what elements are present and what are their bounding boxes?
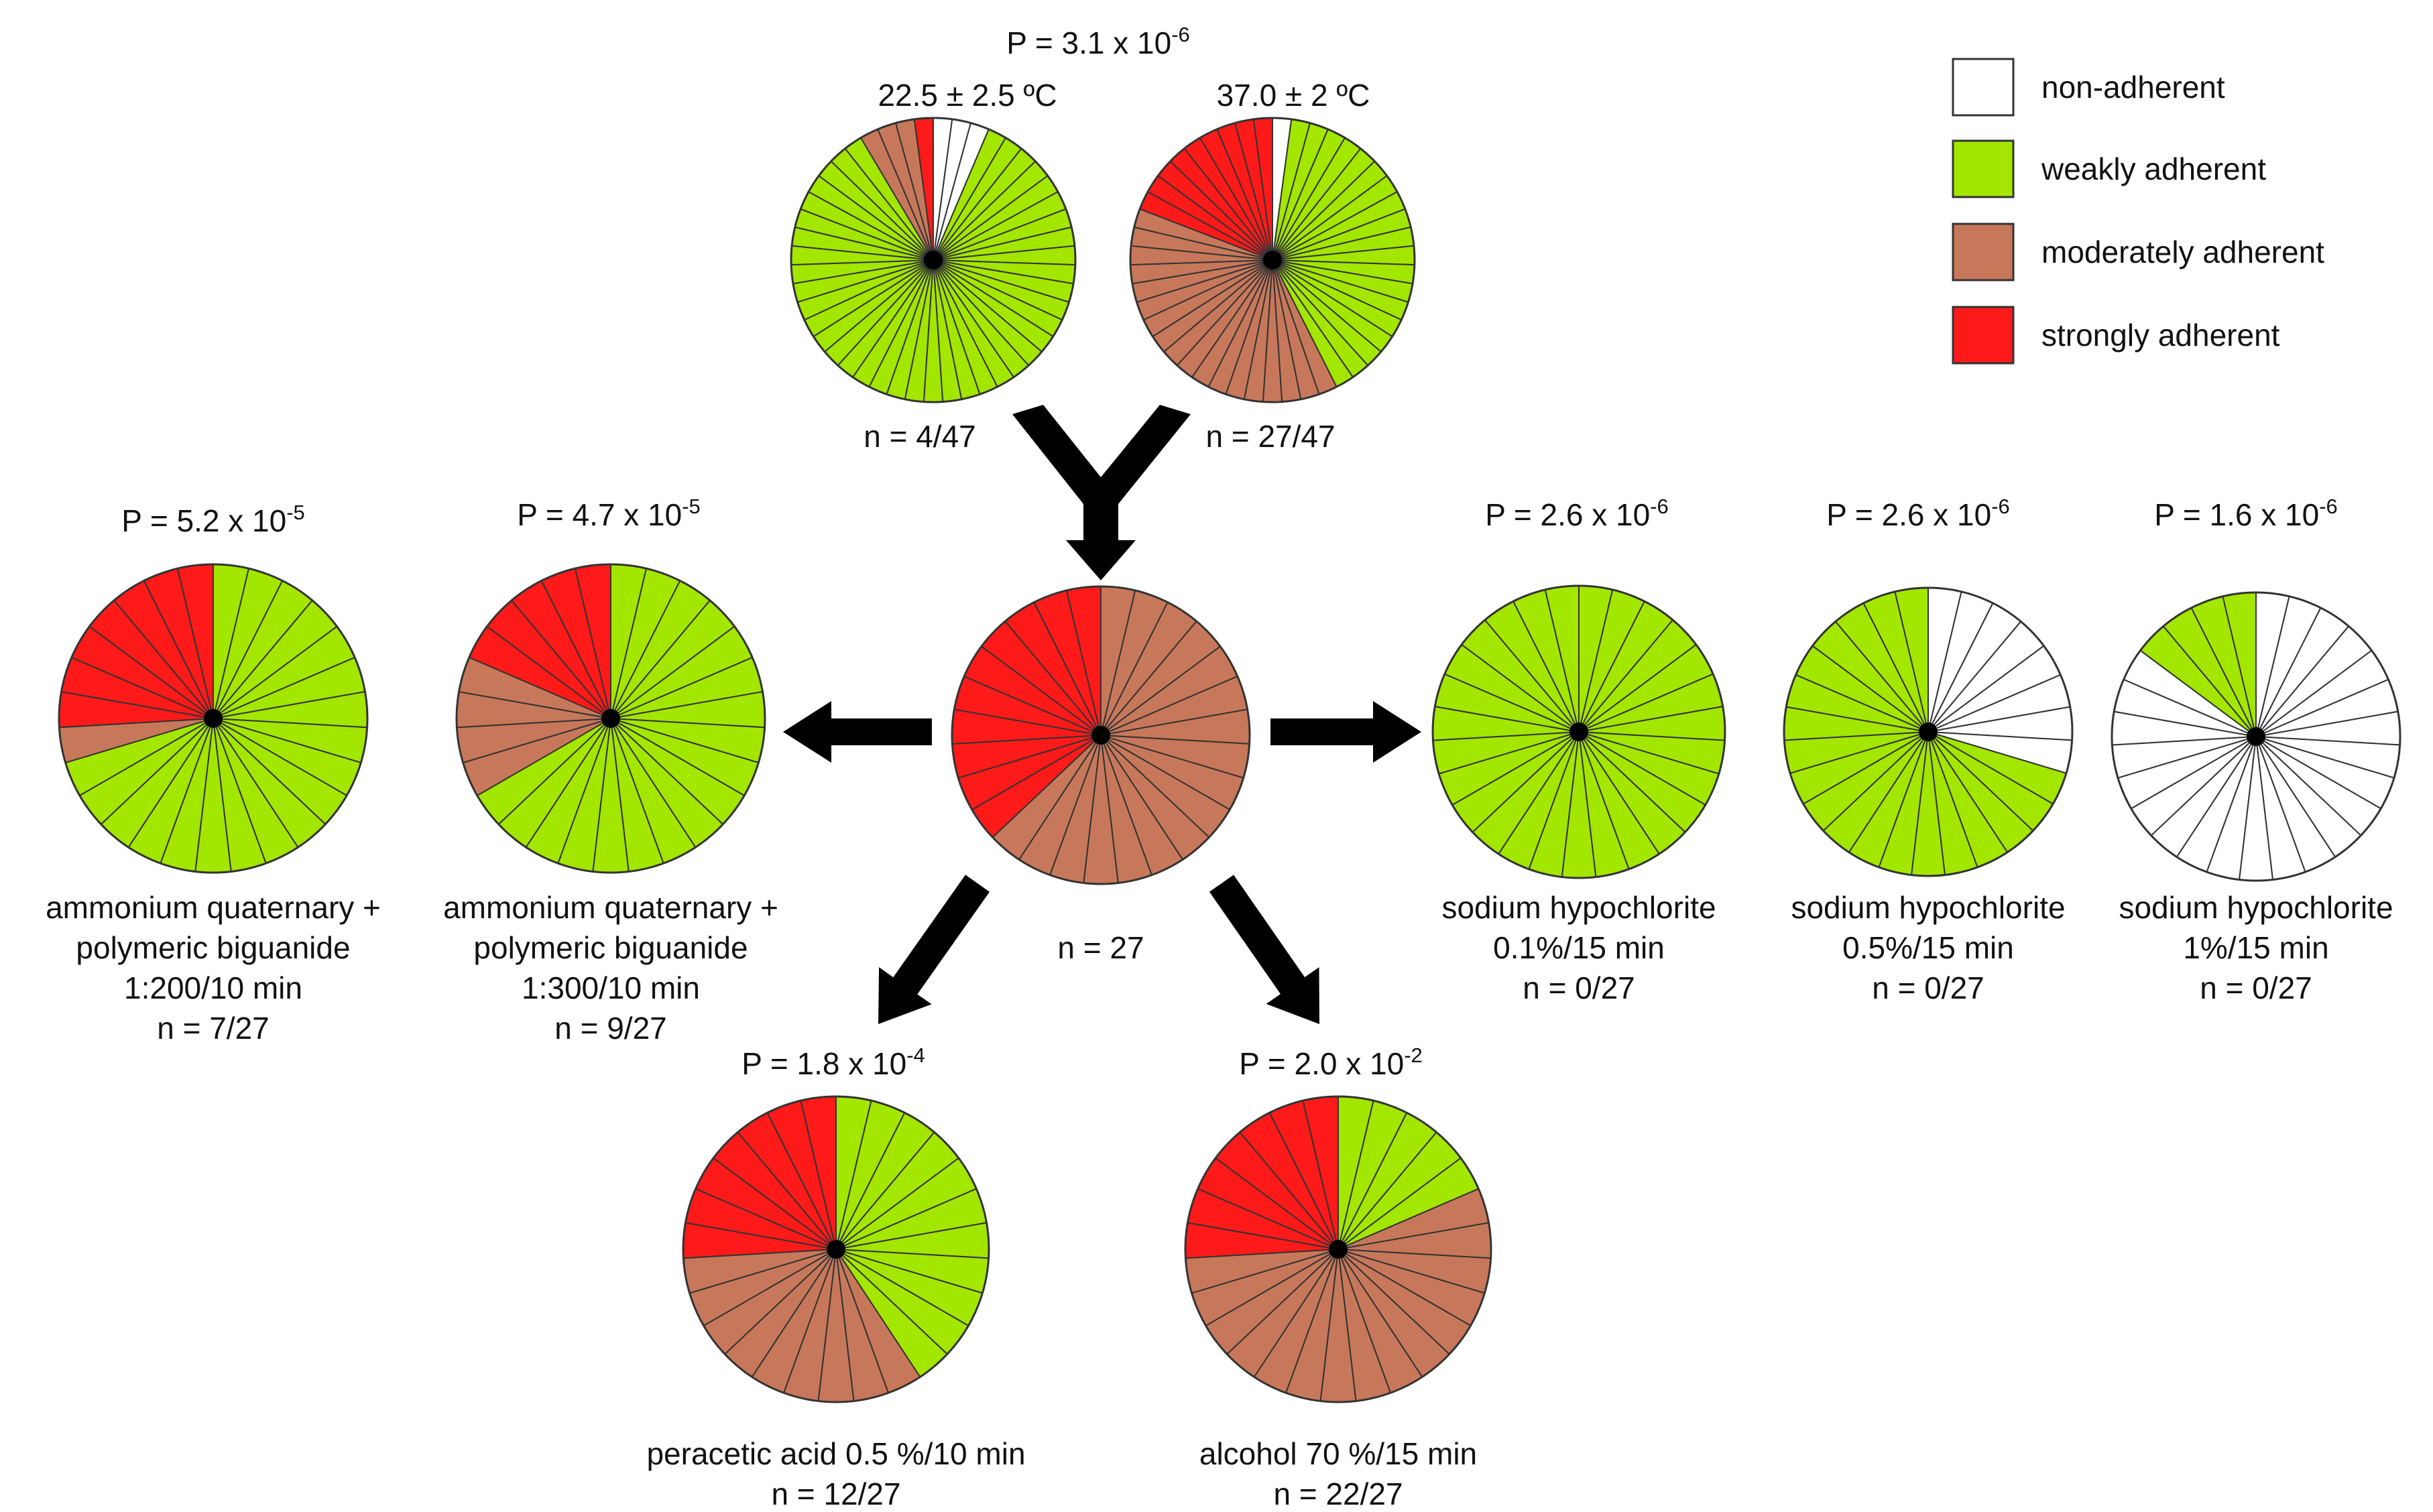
arrow-to-aq [783, 701, 932, 763]
legend-swatch [1952, 139, 2015, 198]
labels-aq-300: P = 4.7 x 10-5 ammonium quaternary + polym… [443, 495, 778, 1046]
treatment-label: polymeric biguanide [473, 930, 748, 965]
pie-rim [58, 563, 369, 874]
p-value: P = 2.6 x 10-6 [1485, 495, 1669, 532]
n-count: n = 0/27 [1872, 970, 1984, 1005]
merge-arrow-shaft [1012, 405, 1191, 543]
pie-title: 22.5 ± 2.5 ºC [878, 78, 1057, 113]
n-count: n = 9/27 [554, 1011, 667, 1046]
pie-rim [1431, 584, 1726, 879]
legend-item-non-adherent: non-adherent [1952, 58, 2225, 117]
pie-title: 37.0 ± 2 ºC [1217, 78, 1370, 113]
treatment-label: alcohol 70 %/15 min [1199, 1436, 1477, 1471]
pie-rim [682, 1095, 990, 1403]
merge-arrow-head [1066, 540, 1136, 580]
treatment-label: 1:200/10 min [124, 970, 302, 1005]
treatment-label: ammonium quaternary + [443, 890, 778, 925]
legend-swatch [1952, 306, 2015, 365]
n-count: n = 27/47 [1205, 419, 1335, 454]
pie-naocl-05 [1783, 586, 2074, 877]
labels-center: n = 27 [1057, 930, 1144, 965]
pie-center-dot [1919, 722, 1938, 741]
legend-label: moderately adherent [2041, 235, 2324, 269]
legend-label: non-adherent [2041, 70, 2225, 105]
treatment-label: sodium hypochlorite [1791, 890, 2065, 925]
pie-rim [2111, 591, 2401, 882]
pie-rim [790, 117, 1077, 403]
n-count: n = 7/27 [157, 1011, 270, 1046]
pies-layer [58, 117, 2401, 1403]
legend-swatch [1952, 223, 2015, 281]
labels-naocl-05: P = 2.6 x 10-6 sodium hypochlorite 0.5%/15… [1791, 495, 2065, 1005]
p-value: P = 5.2 x 10-5 [121, 501, 305, 538]
pie-rim [951, 585, 1251, 885]
pie-rim [1184, 1095, 1492, 1403]
p-value: P = 4.7 x 10-5 [517, 495, 701, 532]
treatment-label: 1%/15 min [2183, 930, 2328, 965]
treatment-label: 0.5%/15 min [1842, 930, 2014, 965]
pie-temp-37 [1129, 117, 1416, 403]
legend-item-weakly-adherent: weakly adherent [1952, 139, 2266, 198]
labels-layer: 22.5 ± 2.5 ºC n = 4/47 37.0 ± 2 ºC n = 27/4… [46, 23, 2393, 1511]
pie-center-dot [827, 1240, 845, 1259]
pie-rim [1783, 586, 2074, 877]
pie-center-dot [1263, 251, 1282, 269]
p-value: P = 2.0 x 10-2 [1239, 1044, 1423, 1081]
labels-aq-200: P = 5.2 x 10-5 ammonium quaternary + polym… [46, 501, 381, 1046]
pie-center [951, 585, 1251, 885]
arrow-to-naocl [1270, 701, 1421, 763]
legend: non-adherent weakly adherent moderately ad… [1952, 58, 2324, 365]
pie-alcohol [1184, 1095, 1492, 1403]
treatment-label: polymeric biguanide [76, 930, 350, 965]
labels-peracetic: P = 1.8 x 10-4 peracetic acid 0.5 %/10 mi… [646, 1044, 1025, 1511]
pie-aq-200 [58, 563, 369, 874]
pie-center-dot [601, 709, 620, 728]
n-count: n = 22/27 [1273, 1476, 1403, 1511]
n-count: n = 0/27 [2200, 970, 2312, 1005]
treatment-label: ammonium quaternary + [46, 890, 381, 925]
pie-peracetic [682, 1095, 990, 1403]
legend-label: weakly adherent [2041, 151, 2266, 186]
p-value: P = 2.6 x 10-6 [1826, 495, 2010, 532]
pie-center-dot [1329, 1240, 1348, 1259]
n-count: n = 0/27 [1523, 970, 1635, 1005]
labels-alcohol: P = 2.0 x 10-2 alcohol 70 %/15 min n = 22/… [1199, 1044, 1477, 1511]
pie-center-dot [1569, 722, 1588, 741]
arrow-to-peracetic [878, 875, 990, 1024]
pie-rim [1129, 117, 1416, 403]
arrow-to-alcohol [1209, 875, 1319, 1024]
legend-item-strongly-adherent: strongly adherent [1952, 306, 2280, 365]
pie-center-dot [924, 251, 943, 269]
pie-center-dot [204, 709, 223, 728]
treatment-label: peracetic acid 0.5 %/10 min [646, 1436, 1025, 1471]
treatment-label: 1:300/10 min [522, 970, 700, 1005]
labels-naocl-1: P = 1.6 x 10-6 sodium hypochlorite 1%/15 m… [2119, 495, 2393, 1005]
labels-temp-22: 22.5 ± 2.5 ºC n = 4/47 [864, 78, 1057, 454]
labels-temp-37: 37.0 ± 2 ºC n = 27/47 [1205, 78, 1370, 454]
pie-center-dot [2247, 727, 2265, 746]
legend-item-moderately-adherent: moderately adherent [1952, 223, 2324, 281]
top-p-value: P = 3.1 x 10-6 [1006, 23, 1190, 60]
pie-naocl-01 [1431, 584, 1726, 879]
p-value: P = 1.6 x 10-6 [2154, 495, 2338, 532]
pie-rim [455, 563, 766, 874]
pie-temp-22 [790, 117, 1077, 403]
treatment-label: sodium hypochlorite [2119, 890, 2393, 925]
p-value: P = 1.8 x 10-4 [741, 1044, 925, 1081]
n-count: n = 4/47 [864, 419, 976, 454]
legend-label: strongly adherent [2041, 318, 2280, 353]
pie-naocl-1 [2111, 591, 2401, 882]
arrows-layer [783, 405, 1421, 1024]
n-count: n = 12/27 [771, 1476, 900, 1511]
labels-naocl-01: P = 2.6 x 10-6 sodium hypochlorite 0.1%/15… [1441, 495, 1716, 1005]
n-count: n = 27 [1057, 930, 1144, 965]
pie-center-dot [1091, 726, 1110, 745]
legend-swatch [1952, 58, 2015, 117]
treatment-label: 0.1%/15 min [1493, 930, 1665, 965]
pie-aq-300 [455, 563, 766, 874]
treatment-label: sodium hypochlorite [1441, 890, 1716, 925]
